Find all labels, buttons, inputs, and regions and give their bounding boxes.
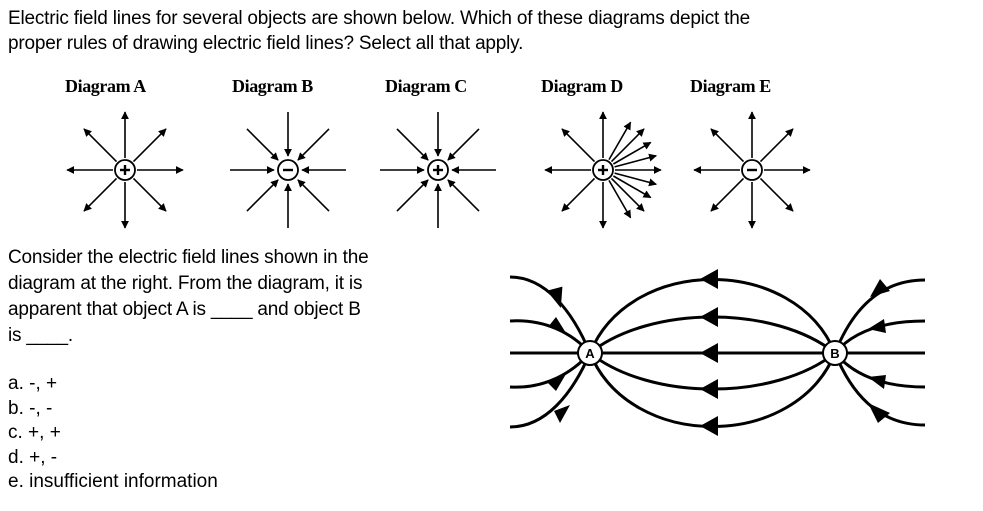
field-line xyxy=(710,177,745,212)
field-line xyxy=(246,128,279,161)
field-line xyxy=(612,175,652,199)
field-line xyxy=(83,128,118,163)
option-d[interactable]: d. +, - xyxy=(8,446,58,468)
question-2-line-4: is ____. xyxy=(8,325,73,346)
arrowhead-left-5 xyxy=(554,405,570,423)
field-line xyxy=(759,177,794,212)
arrowhead-upper xyxy=(700,307,718,327)
field-line-left-5 xyxy=(509,352,592,429)
option-a[interactable]: a. -, + xyxy=(8,373,58,394)
field-line xyxy=(614,153,657,168)
diagram-b xyxy=(230,112,346,228)
arrowhead-center xyxy=(700,343,718,363)
field-line xyxy=(132,177,167,212)
field-line xyxy=(608,179,632,219)
diagram-c xyxy=(380,112,496,228)
arrowhead-left-2 xyxy=(548,317,566,333)
arrowhead-left-1 xyxy=(546,286,563,308)
question-1-line-2: proper rules of drawing electric field l… xyxy=(8,33,524,54)
field-line xyxy=(447,128,480,161)
field-line xyxy=(608,121,632,161)
option-b[interactable]: b. -, - xyxy=(8,397,53,419)
diagram-a-label: Diagram A xyxy=(65,76,146,96)
field-line xyxy=(246,179,279,212)
field-line xyxy=(447,179,480,212)
field-line xyxy=(561,177,596,212)
option-e[interactable]: e. insufficient information xyxy=(8,471,218,492)
field-lines-diagram: A B xyxy=(509,269,926,436)
question-1-line-1: Electric field lines for several objects… xyxy=(8,8,750,29)
field-line xyxy=(759,128,794,163)
question-2-line-2: diagram at the right. From the diagram, … xyxy=(8,273,363,294)
field-line xyxy=(396,128,429,161)
option-c[interactable]: c. +, + xyxy=(8,422,61,443)
field-line xyxy=(614,172,657,187)
field-line xyxy=(297,179,330,212)
diagrams-row xyxy=(66,111,811,229)
object-a: A xyxy=(577,340,603,366)
diagram-d-label: Diagram D xyxy=(541,76,623,96)
arrowhead-left-4 xyxy=(548,374,566,391)
arrowhead-right-1 xyxy=(870,279,890,297)
field-line-right-1 xyxy=(833,278,926,354)
field-line xyxy=(710,128,745,163)
arrowhead-bottom xyxy=(700,416,718,436)
field-line xyxy=(396,179,429,212)
object-b: B xyxy=(822,340,848,366)
field-line xyxy=(83,177,118,212)
arrowhead-right-4 xyxy=(868,375,886,389)
arrowhead-right-5 xyxy=(868,403,890,423)
diagram-e-label: Diagram E xyxy=(690,76,771,96)
diagram-b-label: Diagram B xyxy=(232,76,313,96)
field-line xyxy=(612,141,652,165)
diagram-e xyxy=(693,111,811,229)
diagram-a xyxy=(66,111,184,229)
question-2-text: Consider the electric field lines shown … xyxy=(8,245,448,349)
field-line xyxy=(610,128,645,163)
arrowhead-lower xyxy=(700,379,718,399)
field-line xyxy=(610,177,645,212)
question-2-line-1: Consider the electric field lines shown … xyxy=(8,247,369,268)
answer-options: a. -, + b. -, - c. +, + d. +, - e. insuf… xyxy=(8,372,308,495)
diagram-c-label: Diagram C xyxy=(385,76,467,96)
question-1-text: Electric field lines for several objects… xyxy=(8,6,948,56)
arrowhead-right-2 xyxy=(868,319,886,333)
field-line xyxy=(132,128,167,163)
arrowhead-top xyxy=(700,269,718,289)
object-b-label: B xyxy=(830,346,839,361)
field-line xyxy=(297,128,330,161)
diagram-d xyxy=(544,111,662,229)
arrowheads xyxy=(546,269,890,436)
object-a-label: A xyxy=(585,346,595,361)
field-line xyxy=(561,128,596,163)
question-2-line-3: apparent that object A is ____ and objec… xyxy=(8,299,361,320)
